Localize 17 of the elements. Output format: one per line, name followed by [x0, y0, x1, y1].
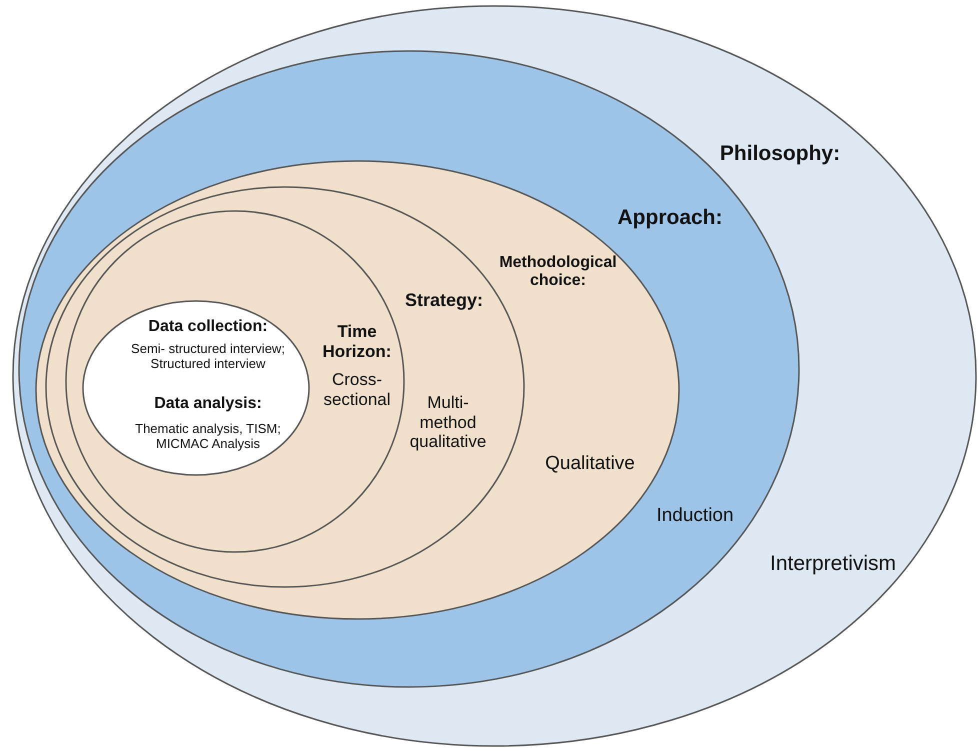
layer-text: Thematic analysis, TISM; MICMAC Analysis — [134, 422, 282, 452]
layer-text: Cross- sectional — [322, 370, 392, 410]
layer-heading: Methodological choice: — [498, 254, 618, 291]
layer-heading: Data collection: — [147, 318, 269, 336]
layer-heading: Strategy: — [404, 290, 484, 311]
layer-heading: Data analysis: — [153, 395, 263, 414]
layer-heading: Philosophy: — [718, 142, 842, 166]
layer-heading: Approach: — [616, 206, 724, 230]
layer-text: Interpretivism — [768, 552, 898, 576]
layer-text: Multi- method qualitative — [408, 393, 488, 452]
layer-text: Semi- structured interview; Structured interview — [130, 342, 286, 372]
layer-heading: Time Horizon: — [322, 322, 392, 362]
layer-text: Induction — [655, 505, 735, 527]
ellipse-layer — [65, 210, 405, 553]
ellipse-layer — [12, 5, 977, 747]
ellipse-layer — [82, 300, 310, 476]
layer-text: Qualitative — [544, 453, 636, 475]
